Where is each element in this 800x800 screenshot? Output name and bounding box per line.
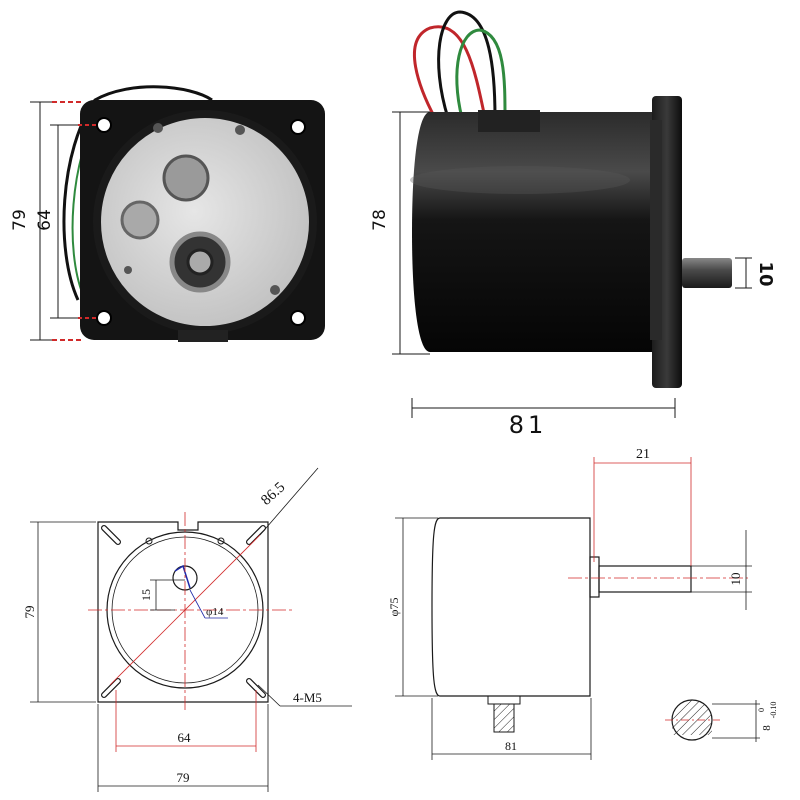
- side-shaft: [682, 258, 732, 288]
- side-flange-clip: [650, 120, 662, 340]
- side-drawing-flange: [589, 556, 600, 598]
- wire-exit: [478, 110, 540, 132]
- plate-screw: [153, 123, 163, 133]
- photo-back-view: 79 64: [10, 85, 325, 342]
- front-screw-hole: [217, 537, 225, 545]
- bearing-inner: [186, 248, 214, 276]
- side-body-highlight: [410, 166, 630, 194]
- drawing-side-view: [395, 457, 760, 760]
- mount-hole-bottom-left: [96, 310, 112, 326]
- front-shaft-flat: [174, 564, 191, 589]
- drawing-front-height-label: 79: [22, 606, 37, 619]
- drawing-front-labels: 86.5 79 15 φ14 4-M5 64 79: [22, 479, 322, 785]
- drawing-side-flat-tol-lower: -0.10: [769, 702, 778, 719]
- mount-hole-top-right: [290, 119, 306, 135]
- drawing-front-width-label: 79: [177, 770, 190, 785]
- front-diagonal: [109, 534, 261, 686]
- side-body-outline: [431, 517, 591, 697]
- drawing-side-flat-tol-upper: 0: [757, 708, 766, 712]
- plate-screw: [124, 266, 132, 274]
- mount-hole-bottom-right: [290, 310, 306, 326]
- shaft-section-hatch: [672, 700, 712, 735]
- photo-back-height-label: 79: [10, 209, 30, 231]
- drawing-front-diagonal-label: 86.5: [258, 479, 288, 508]
- component-large: [162, 154, 210, 202]
- drawing-side-shaft-diameter-label: 10: [728, 573, 743, 586]
- photo-side-body-diameter-label: 78: [370, 209, 390, 231]
- drawing-front-flat-offset-label: 15: [139, 589, 153, 601]
- drawing-side-length-label: 81: [505, 739, 517, 753]
- side-terminal-hatched: [493, 703, 515, 733]
- drawing-front-hole-spacing-label: 64: [178, 730, 192, 745]
- photo-side-view: 78 10 81: [370, 10, 776, 439]
- plate-screw: [270, 285, 280, 295]
- side-drawing-shaft: [598, 565, 692, 593]
- wire-black: [437, 10, 497, 119]
- photo-side-shaft-diameter-label: 10: [755, 261, 776, 286]
- wire-green: [455, 28, 507, 119]
- bottom-tab: [178, 330, 228, 342]
- drawing-side-labels: 21 10 φ75 81 8 0 -0.10: [387, 447, 778, 753]
- plate-screw: [235, 125, 245, 135]
- photo-back-hole-spacing-label: 64: [35, 209, 55, 231]
- drawing-front-mount-holes-label: 4-M5: [293, 690, 322, 705]
- drawing-side-body-diameter-label: φ75: [387, 598, 401, 617]
- mount-hole-top-left: [96, 117, 112, 133]
- drawing-front-view: [30, 467, 352, 792]
- side-motor-body: [412, 112, 655, 352]
- drawing-side-flat-base-label: 8: [761, 725, 773, 731]
- front-square-outline: [97, 521, 269, 703]
- component-small: [120, 200, 160, 240]
- drawing-side-shaft-length-label: 21: [636, 447, 650, 462]
- drawing-front-shaft-label: φ14: [206, 606, 224, 618]
- photo-side-length-label: 81: [509, 411, 548, 439]
- side-terminal: [487, 695, 521, 705]
- front-screw-hole: [145, 537, 153, 545]
- wire-red: [412, 25, 487, 119]
